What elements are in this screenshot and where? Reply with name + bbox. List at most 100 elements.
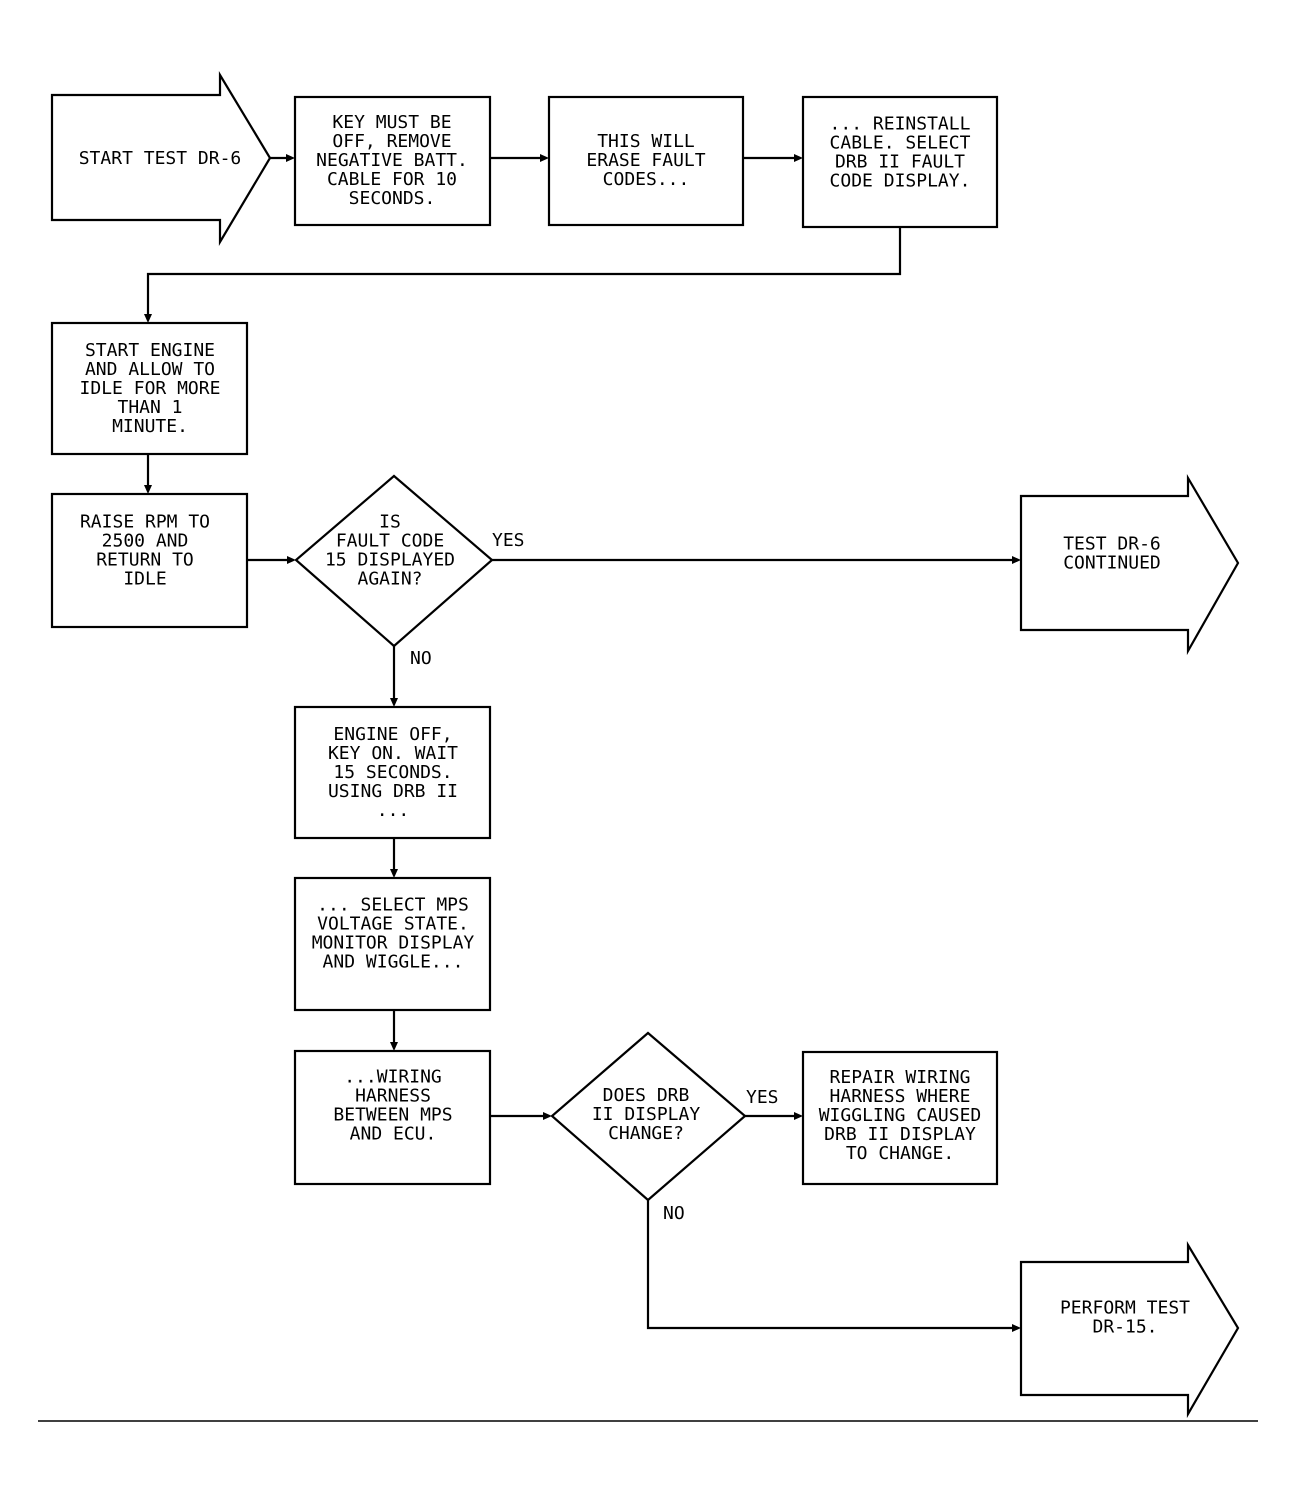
node-text-line: DRB II DISPLAY <box>824 1124 976 1145</box>
node-text-line: THIS WILL <box>597 131 695 152</box>
node-text-line: HARNESS <box>355 1086 431 1107</box>
node-text-line: THAN 1 <box>117 397 182 418</box>
node-text-line: WIGGLING CAUSED <box>819 1105 982 1126</box>
node-text-line: TO CHANGE. <box>846 1143 954 1164</box>
node-text-line: ...WIRING <box>344 1067 442 1088</box>
node-text-line: BETWEEN MPS <box>333 1105 452 1126</box>
node-text-line: KEY MUST BE <box>332 112 451 133</box>
node-text-line: IDLE <box>123 569 166 590</box>
node-text-line: RAISE RPM TO <box>80 512 210 533</box>
connectors <box>144 154 1021 1332</box>
connector-reinstall-to-start-engine <box>146 227 902 316</box>
node-text-line: START TEST DR-6 <box>79 148 242 169</box>
node-text-line: CABLE FOR 10 <box>327 169 457 190</box>
node-text-line: 2500 AND <box>102 531 189 552</box>
node-text-line: DRB II FAULT <box>835 152 965 173</box>
arrowhead <box>794 154 803 162</box>
node-text-line: CODES... <box>603 169 690 190</box>
node-text-line: OFF, REMOVE <box>332 131 451 152</box>
node-text-line: ERASE FAULT <box>586 150 705 171</box>
fault-yes-label: YES <box>492 530 525 551</box>
node-text-line: AND ALLOW TO <box>85 359 215 380</box>
node-text-line: NEGATIVE BATT. <box>316 150 468 171</box>
node-text-line: IS <box>379 512 401 533</box>
node-text-line: MINUTE. <box>112 416 188 437</box>
arrowhead <box>794 1112 803 1120</box>
node-text-line: CODE DISPLAY. <box>830 171 971 192</box>
arrowhead <box>286 154 295 162</box>
fault-no-label: NO <box>410 648 432 669</box>
node-text-line: II DISPLAY <box>592 1104 701 1125</box>
display-yes-label: YES <box>746 1087 779 1108</box>
node-text-line: START ENGINE <box>85 340 215 361</box>
node-text-line: 15 DISPLAYED <box>325 550 455 571</box>
arrowhead <box>144 314 152 323</box>
arrowhead <box>144 485 152 494</box>
node-text-line: ... REINSTALL <box>830 114 971 135</box>
node-text-line: REPAIR WIRING <box>830 1067 971 1088</box>
node-text-line: ENGINE OFF, <box>333 724 452 745</box>
node-text-line: CONTINUED <box>1063 553 1161 574</box>
start-arrow-node: START TEST DR-6 <box>50 71 272 246</box>
node-text-line: USING DRB II <box>328 781 458 802</box>
node-text-line: FAULT CODE <box>336 531 444 552</box>
node-text-line: AND ECU. <box>350 1124 437 1145</box>
arrowhead <box>540 154 549 162</box>
node-text-line: IDLE FOR MORE <box>80 378 221 399</box>
node-text-line: HARNESS WHERE <box>830 1086 971 1107</box>
node-text-line: DR-15. <box>1092 1317 1157 1338</box>
arrowhead <box>543 1112 552 1120</box>
start-arrow-text: START TEST DR-6 <box>79 148 242 169</box>
node-text-line: 15 SECONDS. <box>333 762 452 783</box>
connector-decision-no-to-perform <box>646 1200 1014 1330</box>
node-text-line: RETURN TO <box>96 550 194 571</box>
node-text-line: CHANGE? <box>608 1123 684 1144</box>
node-text-line: AND WIGGLE... <box>323 952 464 973</box>
node-text-line: ... <box>377 800 410 821</box>
node-text-line: VOLTAGE STATE. <box>317 914 469 935</box>
arrowhead <box>1012 1324 1021 1332</box>
node-text-line: CABLE. SELECT <box>830 133 971 154</box>
node-text-line: TEST DR-6 <box>1063 534 1161 555</box>
display-no-label: NO <box>663 1203 685 1224</box>
node-text-line: MONITOR DISPLAY <box>312 933 475 954</box>
node-text-line: PERFORM TEST <box>1060 1298 1190 1319</box>
node-text-line: KEY ON. WAIT <box>328 743 458 764</box>
arrowhead <box>390 1042 398 1051</box>
node-text-line: SECONDS. <box>349 188 436 209</box>
arrowhead <box>287 556 296 564</box>
node-text-line: ... SELECT MPS <box>317 895 469 916</box>
node-text-line: AGAIN? <box>357 569 422 590</box>
node-text-line: DOES DRB <box>603 1085 690 1106</box>
arrowhead <box>390 698 398 707</box>
arrowhead <box>1012 556 1021 564</box>
arrowhead <box>390 869 398 878</box>
